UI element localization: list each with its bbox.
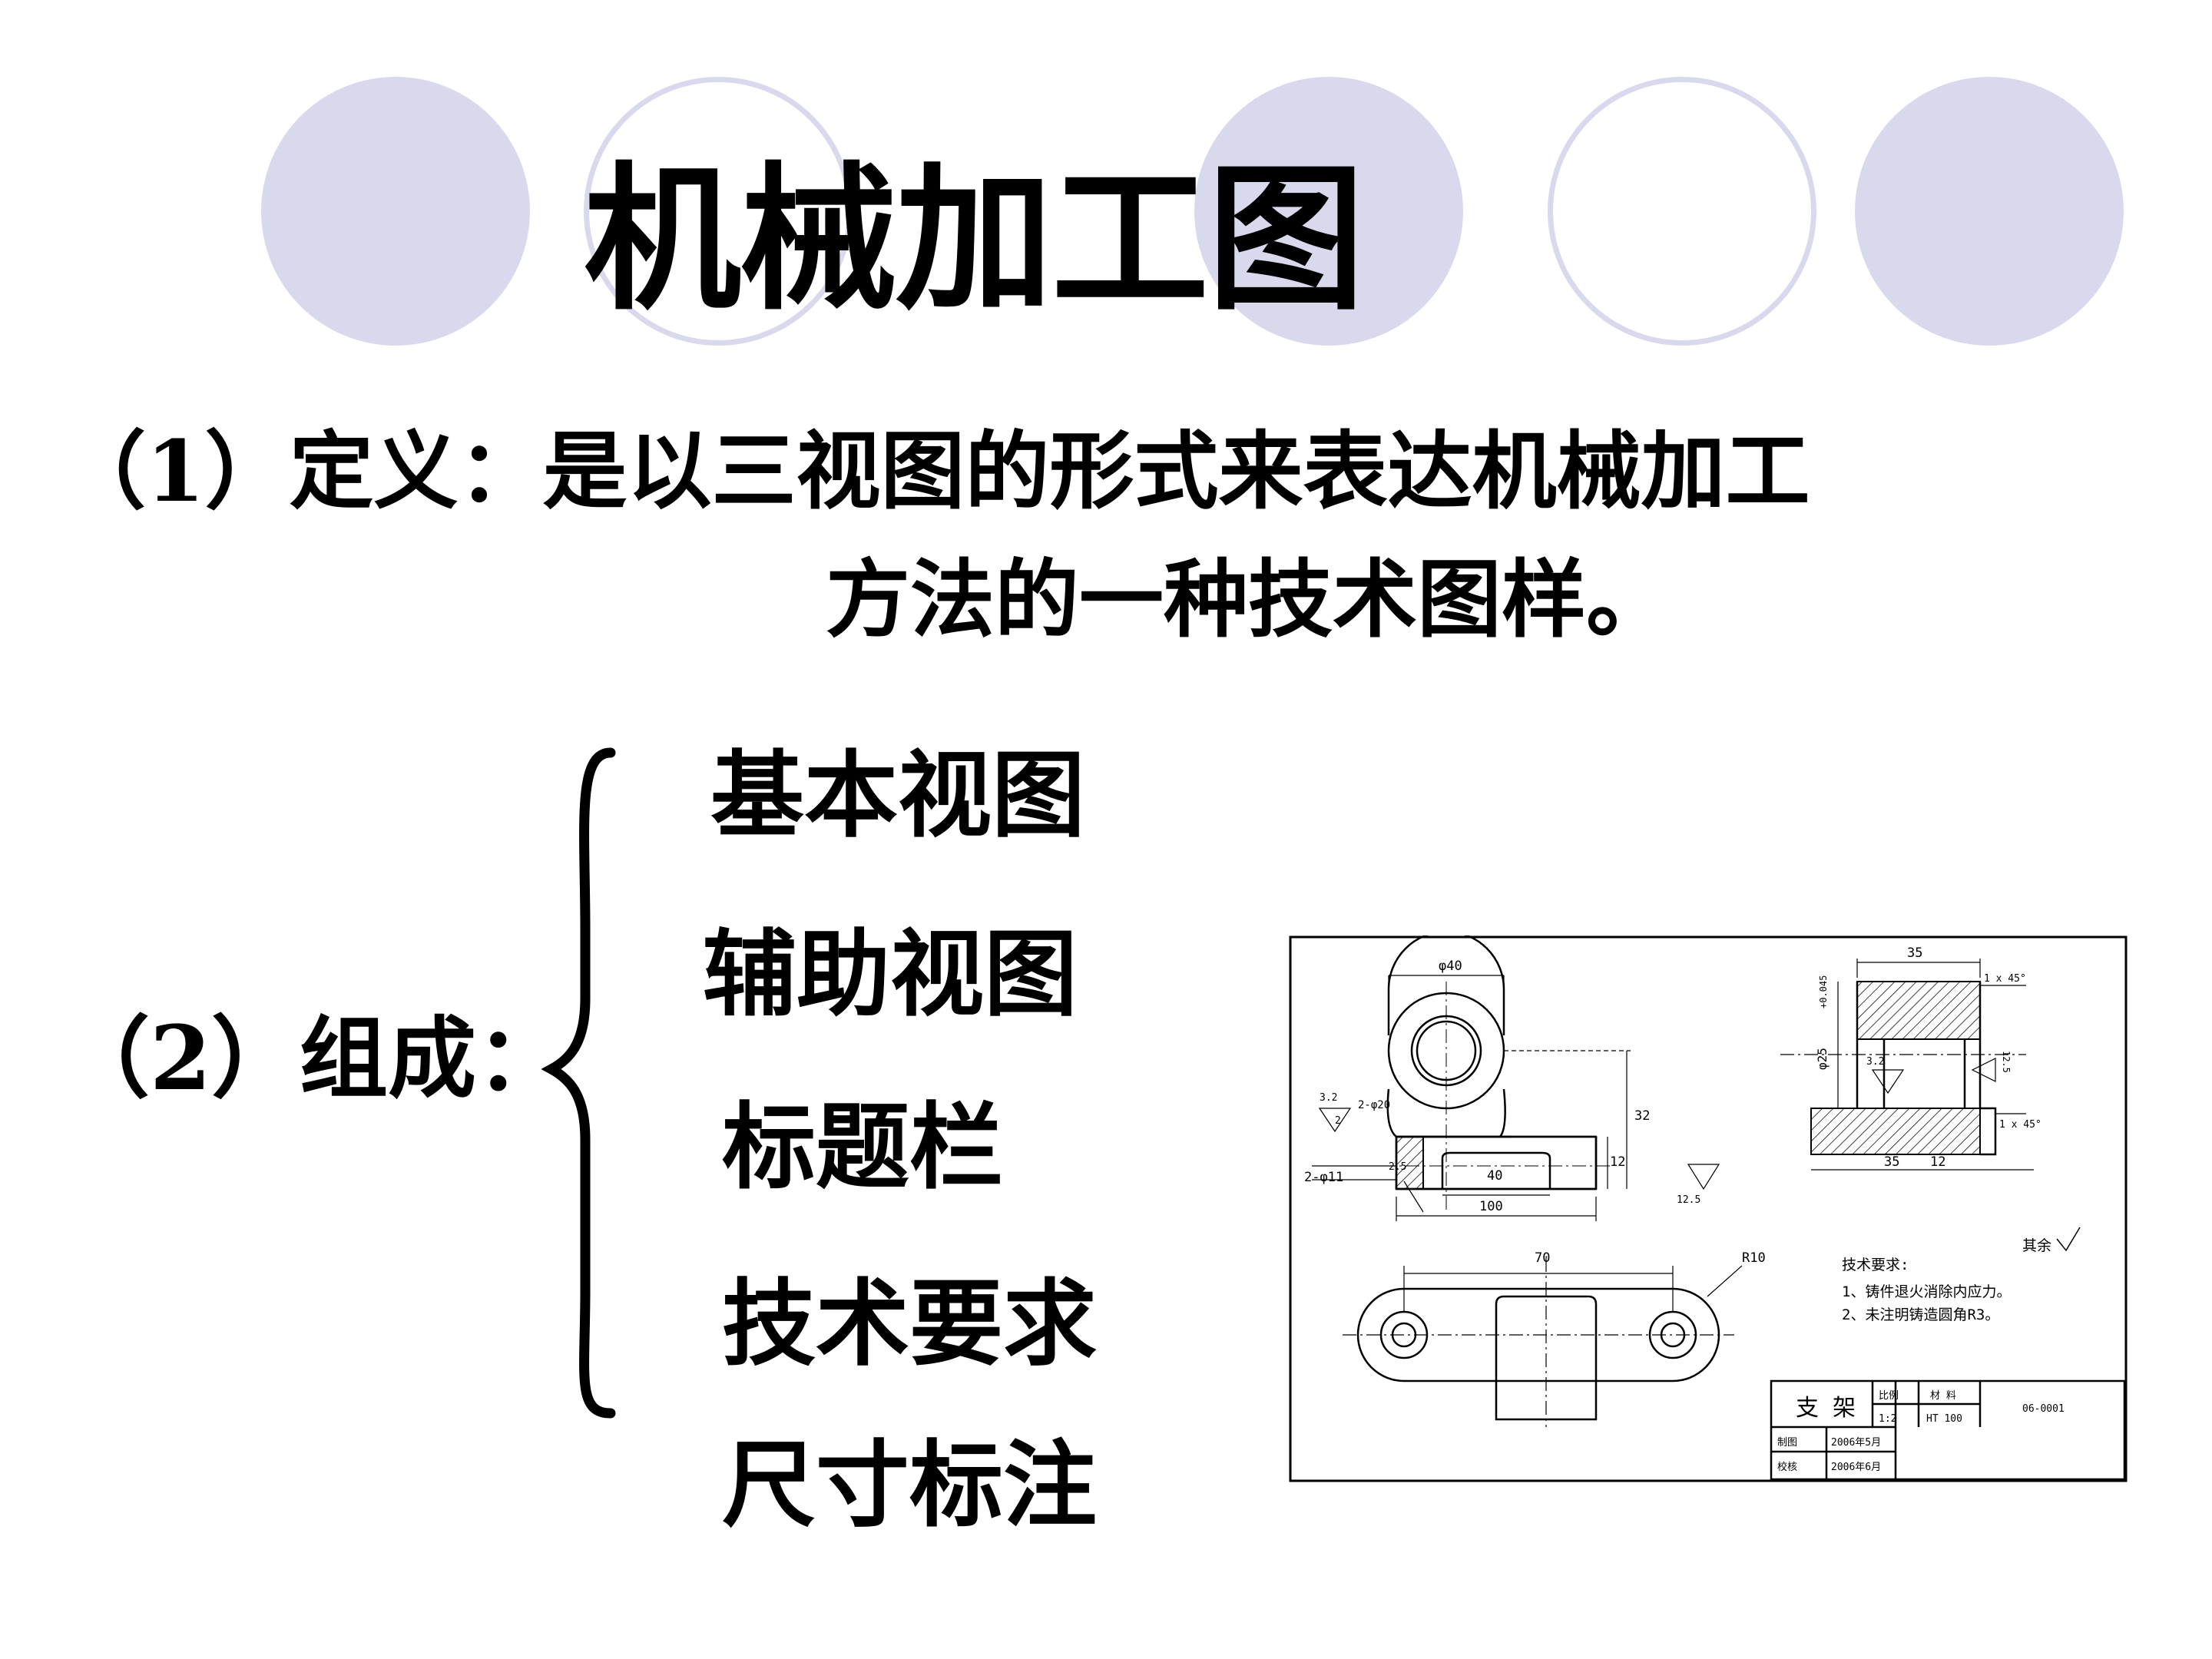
dim-35-top: 35 bbox=[1907, 945, 1922, 961]
composition-item-technical-requirements: 技术要求 bbox=[722, 1268, 1097, 1379]
title-block-name: 支 架 bbox=[1796, 1395, 1856, 1422]
dim-dia40: φ40 bbox=[1439, 959, 1462, 974]
scale-label: 比例 bbox=[1879, 1390, 1899, 1402]
ra-right: 12.5 bbox=[2001, 1051, 2012, 1073]
dim-70: 70 bbox=[1535, 1250, 1550, 1266]
dim-40: 40 bbox=[1487, 1168, 1502, 1184]
dim-dia25: φ25 bbox=[1815, 1048, 1830, 1070]
material-value: HT 100 bbox=[1926, 1413, 1962, 1425]
tech-req-2: 2、未注明铸造圆角R3。 bbox=[1842, 1306, 1999, 1323]
composition-label: （2）组成： bbox=[61, 1007, 565, 1111]
definition-line-2: 方法的一种技术图样。 bbox=[826, 550, 1671, 649]
dim-2: 2 bbox=[1335, 1115, 1341, 1127]
drawing-code: 06-0001 bbox=[2022, 1403, 2065, 1415]
roughness-rest-label: 其余 bbox=[2022, 1237, 2051, 1254]
dim-holes: 2-φ20 bbox=[1358, 1099, 1390, 1111]
drawn-date: 2006年5月 bbox=[1831, 1437, 1881, 1449]
tech-req-1: 1、铸件退火消除内应力。 bbox=[1842, 1283, 2011, 1300]
title-block bbox=[1770, 1379, 2126, 1481]
composition-item-dimensioning: 尺寸标注 bbox=[722, 1429, 1097, 1540]
tech-req-heading: 技术要求: bbox=[1842, 1257, 1909, 1273]
decor-circle-1 bbox=[261, 77, 530, 346]
ra-bottom: 12.5 bbox=[1677, 1194, 1700, 1206]
dim-2-5: 2.5 bbox=[1389, 1161, 1406, 1173]
decor-ring-2 bbox=[584, 77, 853, 346]
chamfer-bot: 1 x 45° bbox=[1999, 1119, 2041, 1131]
composition-item-auxiliary-views: 辅助视图 bbox=[703, 919, 1078, 1029]
chamfer-top: 1 x 45° bbox=[1984, 973, 2026, 985]
decor-circle-5 bbox=[1855, 77, 2124, 346]
definition-line-1: （1）定义：是以三视图的形式来表达机械加工 bbox=[61, 422, 1810, 521]
dim-35-bot: 35 bbox=[1884, 1154, 1899, 1170]
curly-brace-icon bbox=[541, 747, 616, 1419]
dim-32: 32 bbox=[1634, 1108, 1650, 1124]
scale-value: 1:2 bbox=[1879, 1413, 1896, 1425]
page-title: 机械加工图 bbox=[584, 147, 1365, 332]
dim-12: 12 bbox=[1610, 1154, 1625, 1170]
ra-side: 3.2 bbox=[1866, 1056, 1884, 1068]
dim-tol: +0.045 bbox=[1818, 975, 1829, 1008]
dim-dia11: 2-φ11 bbox=[1304, 1170, 1343, 1185]
ra-left: 3.2 bbox=[1320, 1092, 1337, 1104]
machining-drawing: φ40 2-φ20 2-φ11 3.2 2 2.5 40 100 12 32 1… bbox=[1289, 935, 2128, 1482]
drawn-label: 制图 bbox=[1777, 1437, 1797, 1449]
material-label: 材 料 bbox=[1930, 1390, 1956, 1402]
decor-ring-4 bbox=[1548, 77, 1816, 346]
dim-r10: R10 bbox=[1742, 1250, 1766, 1266]
dim-12-side: 12 bbox=[1930, 1154, 1945, 1170]
dim-100: 100 bbox=[1479, 1199, 1503, 1214]
decor-circle-3 bbox=[1194, 77, 1463, 346]
checked-date: 2006年6月 bbox=[1831, 1462, 1881, 1473]
composition-item-title-block: 标题栏 bbox=[722, 1091, 1003, 1202]
composition-item-basic-views: 基本视图 bbox=[710, 740, 1085, 850]
checked-label: 校核 bbox=[1777, 1461, 1797, 1473]
